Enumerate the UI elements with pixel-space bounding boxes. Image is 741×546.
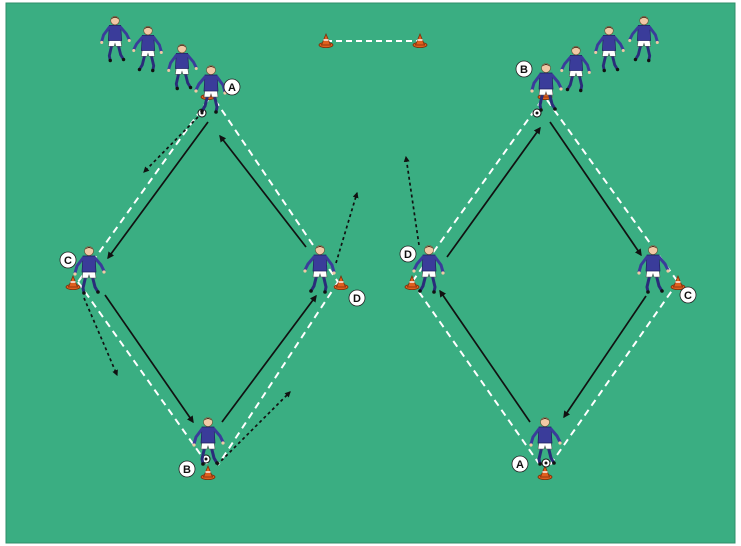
position-letter: D	[404, 249, 412, 261]
position-label: C	[60, 252, 76, 268]
position-label: B	[516, 61, 532, 77]
position-label: C	[680, 287, 696, 303]
position-letter: C	[64, 255, 72, 267]
position-letter: C	[684, 290, 692, 302]
position-label: D	[349, 290, 365, 306]
position-letter: B	[183, 464, 191, 476]
position-letter: D	[353, 293, 361, 305]
position-letter: A	[516, 459, 524, 471]
position-label: D	[400, 246, 416, 262]
ball-icon	[542, 459, 550, 467]
position-letter: A	[228, 82, 236, 94]
position-label: B	[179, 461, 195, 477]
position-label: A	[224, 79, 240, 95]
field-background	[6, 3, 735, 543]
position-label: A	[512, 456, 528, 472]
position-letter: B	[520, 64, 528, 76]
